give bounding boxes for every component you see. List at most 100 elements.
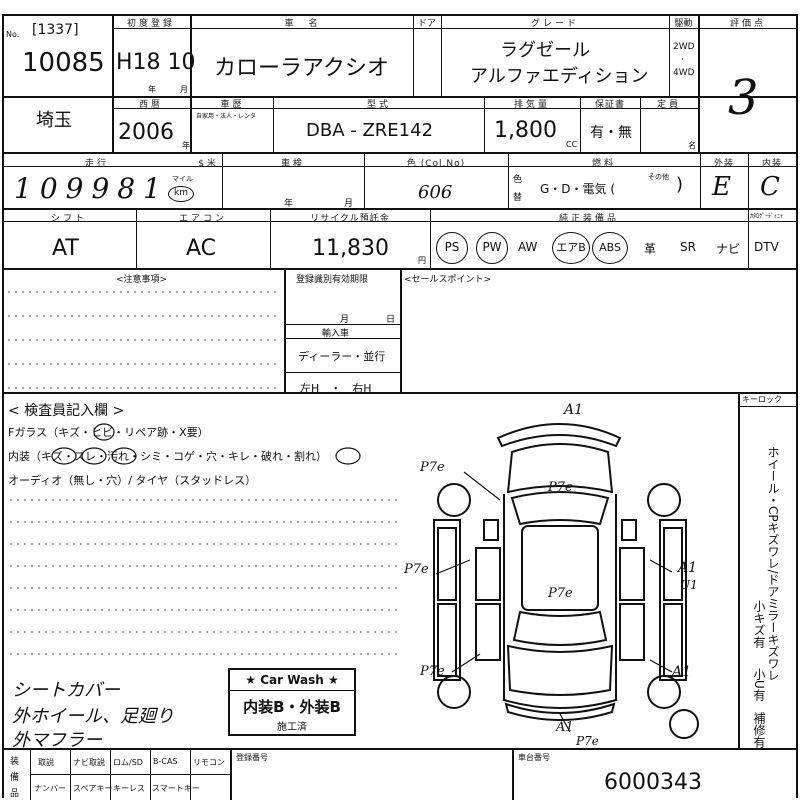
mile-unit: マイル (172, 175, 193, 183)
import-label: 輸入車 (322, 329, 350, 339)
handle-side: 左H ・ 右H (300, 382, 372, 395)
item-remote: リモコン (193, 758, 225, 767)
mark-p7e-roof: P7e (548, 480, 573, 495)
car-name-label: 車 名 (284, 19, 321, 29)
mileage-label: 走行 (84, 159, 109, 169)
car-wash-title: ★ Car Wash ★ (230, 673, 354, 691)
model-year-label: 西暦 (138, 100, 163, 110)
equip-pw: PW (476, 232, 508, 264)
grade-line2: アルファエディション (470, 66, 649, 87)
equip-navi: ナビ (716, 242, 741, 256)
equipment-label: 純正装備品 (558, 214, 619, 224)
item-spare-key: スペアキー (73, 784, 113, 793)
inspection-label: 車検 (280, 159, 305, 169)
exterior-label: 外装 (713, 159, 734, 169)
drive-2wd: 2WD (673, 42, 695, 52)
drive-4wd: 4WD (673, 68, 695, 78)
equip-airbag: エアB (552, 232, 590, 264)
meter-label: $ 米 (198, 159, 216, 169)
color-change-2: 替 (513, 193, 523, 203)
first-reg-label: 初度登録 (126, 19, 175, 29)
fuel-value: G・D・電気 ( (540, 182, 616, 196)
recycle-value: 11,830 (312, 236, 389, 261)
mark-p7e-bottom: P7e (576, 734, 599, 748)
displacement-label: 排気量 (513, 100, 550, 110)
equip-abs: ABS (592, 232, 628, 264)
drive-label: 駆動 (674, 19, 693, 29)
equip-label-2: 備 (10, 773, 20, 783)
catalyst-label: ｶﾀﾛｸﾞｰﾃﾞｨﾆｬ (750, 213, 784, 220)
item-smart-key: スマートキー (152, 784, 200, 793)
drive-dot: · (681, 55, 684, 65)
fuel-other: その他 (648, 173, 669, 181)
equip-dtv: DTV (754, 240, 779, 254)
interior-grade: C (760, 172, 780, 202)
lot-bracket: [1337] (32, 22, 79, 38)
ac-label: エアコン (178, 214, 227, 224)
right-vertical-text: ホイール・CPキズワレ/ドアミラーキズワレ (766, 446, 780, 682)
expiry-day: 日 (386, 315, 396, 325)
color-label: 色 (Col.No) (406, 159, 466, 169)
chassis-number: 6000343 (604, 770, 702, 795)
interior-label: 内装 (761, 159, 782, 169)
mark-a1-top: A1 (564, 402, 584, 418)
inspector-title: < 検査員記入欄 > (8, 403, 125, 419)
km-unit: km (168, 186, 194, 202)
chassis-label: 車台番号 (518, 753, 550, 762)
mark-p7e-left-bottom: P7e (420, 664, 445, 679)
fuel-label: 燃料 (591, 159, 616, 169)
type-value: DBA - ZRE142 (306, 120, 434, 141)
equip-label-3: 品 (10, 789, 20, 799)
equip-aw: AW (518, 240, 538, 254)
shift-value: AT (52, 236, 79, 261)
mileage-value: 109981 (14, 172, 169, 205)
right-note-1: 小キズ有 (752, 600, 766, 648)
displacement: 1,800 (494, 118, 557, 143)
car-name: カローラアクシオ (214, 56, 389, 81)
hand-note-seat-cover: シートカバー (12, 680, 120, 701)
grade-label: グレード (530, 19, 579, 29)
car-wash-done: 施工済 (277, 722, 307, 733)
no-label: No. (6, 30, 20, 39)
equip-ps: PS (436, 232, 468, 264)
cc-unit: CC (566, 140, 578, 149)
ac-value: AC (186, 236, 217, 261)
car-wash-body: 内装B・外装B (243, 698, 341, 716)
mark-p7e-left-top: P7e (420, 460, 445, 475)
item-rom-sd: ロム/SD (113, 758, 143, 767)
border-right (796, 14, 798, 798)
mark-a1-right-bottom: A1 (672, 664, 692, 680)
warranty-value: 有・無 (590, 125, 632, 141)
history-sub: 自家用・法人・レンタ (196, 113, 257, 120)
shift-label: シフト (50, 214, 87, 224)
first-reg-value: H18 10 (116, 50, 196, 75)
mark-u1-right: U1 (680, 578, 698, 592)
reg-number-label: 登録番号 (236, 753, 268, 762)
inspection-month: 月 (344, 199, 354, 209)
item-manual: 取説 (38, 758, 54, 767)
inspector-line3: オーディオ（無し・穴）/ タイヤ（スタッドレス） (8, 474, 257, 487)
capacity-unit: 名 (688, 141, 696, 150)
hand-note-muffler: 外マフラー (12, 730, 102, 751)
hand-note-wheel: 外ホイール、足廻り (12, 706, 174, 727)
region: 埼玉 (36, 110, 72, 131)
item-keyless: キーレス (113, 784, 145, 793)
lot-number: 10085 (22, 48, 105, 78)
score-label: 評価点 (729, 19, 766, 29)
mark-a1-right: A1 (678, 560, 698, 576)
door-label: ドア (417, 19, 436, 29)
color-code: 606 (418, 182, 453, 203)
mark-p7e-left-mid: P7e (404, 562, 429, 577)
dealer-parallel: ディーラー・並行 (298, 350, 386, 363)
month-unit: 月 (180, 85, 188, 94)
inspector-line2: 内装（キズ・スレ・汚れ・シミ・コゲ・穴・キレ・破れ・割れ） (8, 450, 327, 463)
border-top (2, 14, 796, 16)
model-year: 2006 (118, 120, 174, 145)
score-value: 3 (728, 70, 759, 126)
car-wash-stamp: ★ Car Wash ★ 内装B・外装B 施工済 (228, 668, 356, 736)
reg-expiry-label: 登録識別有効期限 (296, 275, 369, 285)
inspector-line1: Fガラス（キズ・ヒビ・リペア跡・X要） (8, 426, 209, 439)
item-number-plate: ナンバー (34, 784, 66, 793)
